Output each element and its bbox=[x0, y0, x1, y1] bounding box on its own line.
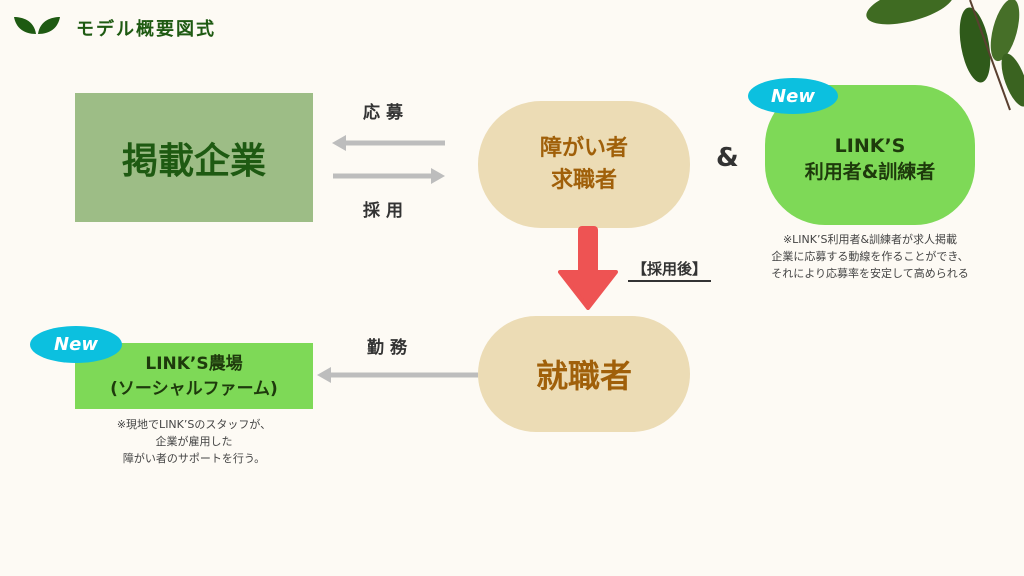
note-line: ※現地でLINK’Sのスタッフが、 bbox=[116, 418, 272, 431]
note-line: それにより応募率を安定して高められる bbox=[771, 267, 969, 280]
arrow-left-icon bbox=[332, 135, 445, 151]
farm-line1: LINK’S農場 bbox=[145, 354, 243, 374]
note-line: 企業に応募する動線を作ることができ、 bbox=[771, 250, 969, 263]
employed-label: 就職者 bbox=[535, 357, 632, 395]
links-users-note: ※LINK’S利用者&訓練者が求人掲載 企業に応募する動線を作ることができ、 そ… bbox=[750, 231, 990, 282]
seeker-line2: 求職者 bbox=[550, 167, 617, 193]
apply-hire-arrows bbox=[332, 135, 445, 184]
note-line: ※LINK’S利用者&訓練者が求人掲載 bbox=[782, 233, 958, 246]
hire-label: 採用 bbox=[363, 201, 409, 221]
leaves-decoration bbox=[866, 0, 1024, 111]
after-hire-label: 【採用後】 bbox=[628, 258, 712, 282]
links-users-line1: LINK’S bbox=[834, 135, 906, 157]
farm-line2: (ソーシャルファーム) bbox=[110, 379, 278, 399]
new-badge: New bbox=[30, 326, 122, 363]
page-title: モデル概要図式 bbox=[76, 19, 216, 40]
note-line: 企業が雇用した bbox=[155, 435, 233, 448]
links-users-box: LINK’S 利用者&訓練者 bbox=[765, 85, 975, 225]
job-seeker-pill: 障がい者 求職者 bbox=[478, 101, 690, 228]
note-line: 障がい者のサポートを行う。 bbox=[122, 452, 266, 465]
and-symbol: & bbox=[716, 143, 739, 173]
new-badge: New bbox=[748, 78, 838, 114]
down-arrow-icon bbox=[558, 226, 618, 310]
links-users-line2: 利用者&訓練者 bbox=[804, 161, 936, 183]
seeker-line1: 障がい者 bbox=[539, 135, 628, 161]
farm-note: ※現地でLINK’Sのスタッフが、 企業が雇用した 障がい者のサポートを行う。 bbox=[84, 416, 304, 467]
apply-label: 応募 bbox=[363, 103, 409, 123]
arrow-right-icon bbox=[333, 168, 445, 184]
company-label: 掲載企業 bbox=[121, 140, 266, 182]
work-arrow-icon bbox=[317, 367, 478, 383]
work-label: 勤務 bbox=[367, 338, 413, 358]
employed-pill: 就職者 bbox=[478, 316, 690, 432]
company-box: 掲載企業 bbox=[75, 93, 313, 222]
leaf-logo-icon bbox=[14, 17, 60, 34]
